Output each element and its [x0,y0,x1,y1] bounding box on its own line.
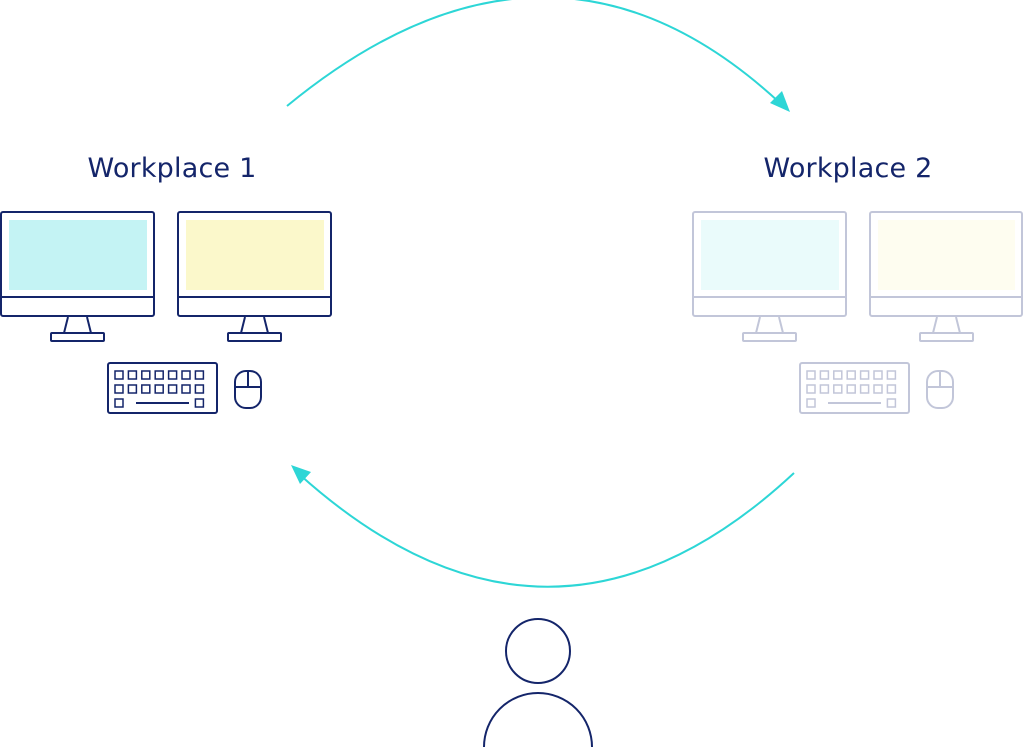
user-icon [483,618,593,747]
workplace-1-group: Workplace 1 [0,153,332,414]
workplace-title: Workplace 2 [764,153,933,184]
monitor-icon [692,211,847,342]
monitor-icon [869,211,1023,342]
switch-arrows [286,0,795,588]
mouse-icon [926,370,954,409]
arrow-workplace1-to-workplace2 [286,0,781,107]
monitor-icon [0,211,155,342]
arrowhead-icon [291,465,311,484]
keyboard-icon [107,362,218,414]
workplace-2-group: Workplace 2 [692,153,1023,414]
arrow-workplace2-to-workplace1 [298,472,795,588]
monitor-icon [177,211,332,342]
mouse-icon [234,370,262,409]
keyboard-icon [799,362,910,414]
workplace-title: Workplace 1 [88,153,257,184]
arrowhead-icon [770,91,790,112]
